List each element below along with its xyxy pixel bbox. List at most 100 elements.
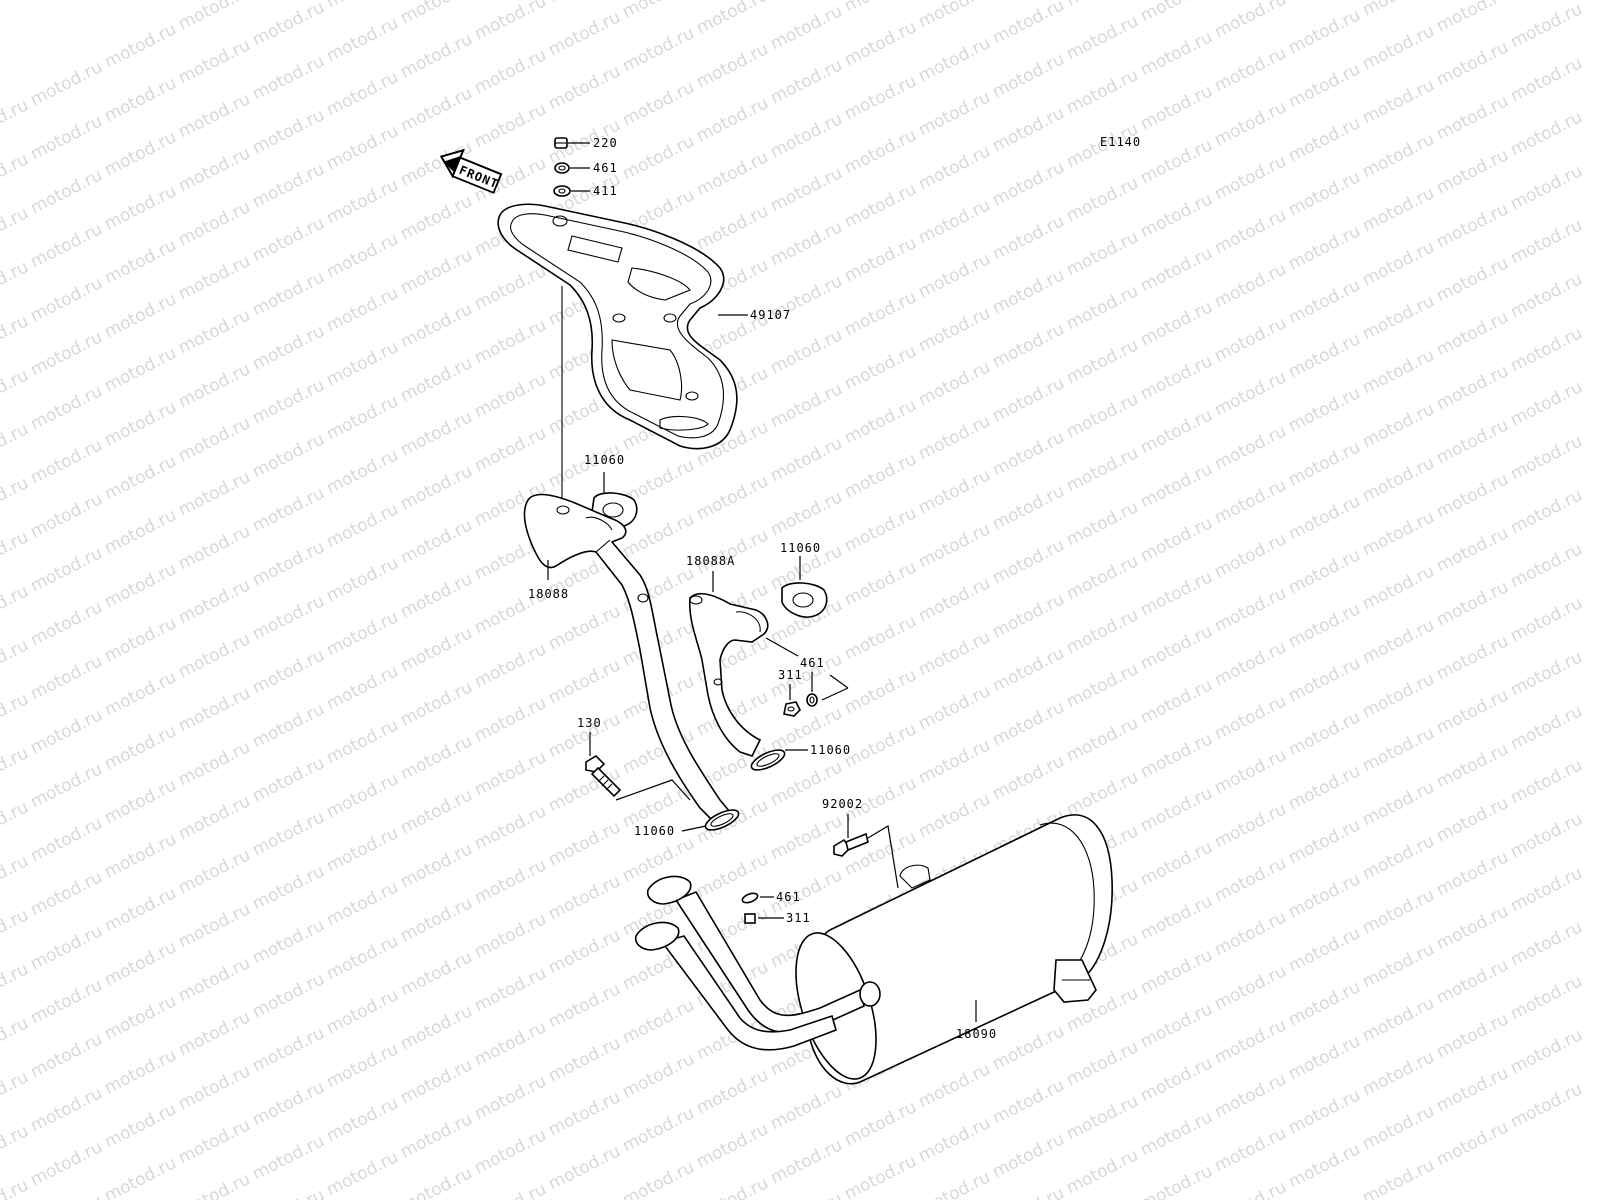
watermark-text: motod.ru (249, 1131, 328, 1184)
washer-461-top (554, 162, 570, 174)
watermark-text: motod.ru (915, 627, 994, 680)
watermark-text: motod.ru (1063, 443, 1142, 496)
watermark-text: motod.ru (545, 655, 624, 708)
watermark-text: motod.ru (1137, 0, 1216, 26)
watermark-text: motod.ru (545, 7, 624, 60)
muffler-18090 (795, 814, 1113, 1085)
watermark-text: motod.ru (397, 83, 476, 136)
watermark-text: motod.ru (27, 1029, 106, 1082)
watermark-text: motod.ru (175, 359, 254, 412)
watermark-text: motod.ru (471, 1017, 550, 1070)
watermark-text: motod.ru (1359, 237, 1438, 290)
watermark-text: motod.ru (693, 525, 772, 578)
watermark-text: motod.ru (1285, 761, 1364, 814)
watermark-text: motod.ru (1433, 469, 1512, 522)
watermark-text: motod.ru (915, 1113, 994, 1166)
watermark-text: motod.ru (101, 289, 180, 342)
label-311-mid: 311 (778, 668, 803, 682)
watermark-text: motod.ru (1507, 161, 1586, 214)
watermark-text: motod.ru (323, 823, 402, 876)
label-18088A: 18088A (686, 554, 735, 568)
watermark-text: motod.ru (1211, 151, 1290, 204)
watermark-text: motod.ru (841, 233, 920, 286)
watermark-text: motod.ru (545, 61, 624, 114)
watermark-text: motod.ru (1285, 1139, 1364, 1192)
watermark-text: motod.ru (1433, 1117, 1512, 1170)
watermark-text: motod.ru (0, 581, 32, 634)
watermark-text: motod.ru (0, 959, 32, 1012)
watermark-text: motod.ru (27, 273, 106, 326)
watermark-text: motod.ru (1137, 567, 1216, 620)
watermark-text: motod.ru (1433, 1063, 1512, 1116)
watermark-text: motod.ru (397, 785, 476, 838)
watermark-text: motod.ru (27, 651, 106, 704)
watermark-text: motod.ru (397, 29, 476, 82)
watermark-text: motod.ru (101, 559, 180, 612)
watermark-text: motod.ru (915, 0, 994, 32)
watermark-text: motod.ru (767, 217, 846, 270)
watermark-text: motod.ru (767, 433, 846, 486)
watermark-text: motod.ru (249, 159, 328, 212)
watermark-text: motod.ru (397, 1001, 476, 1054)
watermark-text: motod.ru (989, 0, 1068, 48)
watermark-text: motod.ru (397, 1109, 476, 1162)
label-11060-upper: 11060 (584, 453, 625, 467)
watermark-text: motod.ru (1285, 437, 1364, 490)
watermark-text: motod.ru (1137, 459, 1216, 512)
watermark-text: motod.ru (1433, 0, 1512, 36)
label-461-mid: 461 (800, 656, 825, 670)
watermark-text: motod.ru (841, 1097, 920, 1150)
watermark-text: motod.ru (1285, 5, 1364, 58)
watermark-text: motod.ru (1211, 1015, 1290, 1068)
watermark-text: motod.ru (841, 449, 920, 502)
watermark-text: motod.ru (323, 661, 402, 714)
watermark-text: motod.ru (397, 731, 476, 784)
watermark-text: motod.ru (1137, 675, 1216, 728)
watermark-text: motod.ru (1285, 0, 1364, 4)
watermark-text: motod.ru (545, 979, 624, 1032)
watermark-text: motod.ru (915, 33, 994, 86)
watermark-text: motod.ru (767, 163, 846, 216)
washer-461-mid (806, 693, 818, 707)
watermark-text: motod.ru (175, 575, 254, 628)
watermark-text: motod.ru (323, 391, 402, 444)
watermark-text: motod.ru (1285, 869, 1364, 922)
watermark-text: motod.ru (767, 1, 846, 54)
watermark-text: motod.ru (841, 287, 920, 340)
watermark-text: motod.ru (989, 265, 1068, 318)
watermark-text: motod.ru (841, 0, 920, 16)
header-pipe-18088 (523, 493, 732, 821)
watermark-text: motod.ru (249, 645, 328, 698)
watermark-text: motod.ru (841, 665, 920, 718)
watermark-text: motod.ru (989, 643, 1068, 696)
watermark-text: motod.ru (471, 369, 550, 422)
watermark-text: motod.ru (1063, 281, 1142, 334)
watermark-text: motod.ru (101, 883, 180, 936)
watermark-text: motod.ru (175, 629, 254, 682)
watermark-text: motod.ru (175, 35, 254, 88)
watermark-text: motod.ru (1137, 729, 1216, 782)
watermark-text: motod.ru (767, 55, 846, 108)
watermark-text: motod.ru (841, 179, 920, 232)
watermark-text: motod.ru (1063, 1145, 1142, 1198)
watermark-text: motod.ru (397, 1163, 476, 1200)
watermark-text: motod.ru (767, 487, 846, 540)
label-311-lower: 311 (786, 911, 811, 925)
watermark-text: motod.ru (841, 719, 920, 772)
watermark-text: motod.ru (249, 321, 328, 374)
watermark-text: motod.ru (175, 89, 254, 142)
watermark-text: motod.ru (471, 855, 550, 908)
watermark-text: motod.ru (175, 467, 254, 520)
watermark-text: motod.ru (915, 141, 994, 194)
watermark-text: motod.ru (989, 535, 1068, 588)
label-11060-right: 11060 (780, 541, 821, 555)
watermark-text: motod.ru (1433, 91, 1512, 144)
label-461-lower: 461 (776, 890, 801, 904)
nut-311-lower (744, 913, 756, 924)
watermark-text: motod.ru (249, 861, 328, 914)
watermark-text: motod.ru (471, 99, 550, 152)
watermark-text: motod.ru (1507, 431, 1586, 484)
watermark-text: motod.ru (0, 851, 32, 904)
watermark-text: motod.ru (101, 1045, 180, 1098)
watermark-text: motod.ru (1137, 999, 1216, 1052)
